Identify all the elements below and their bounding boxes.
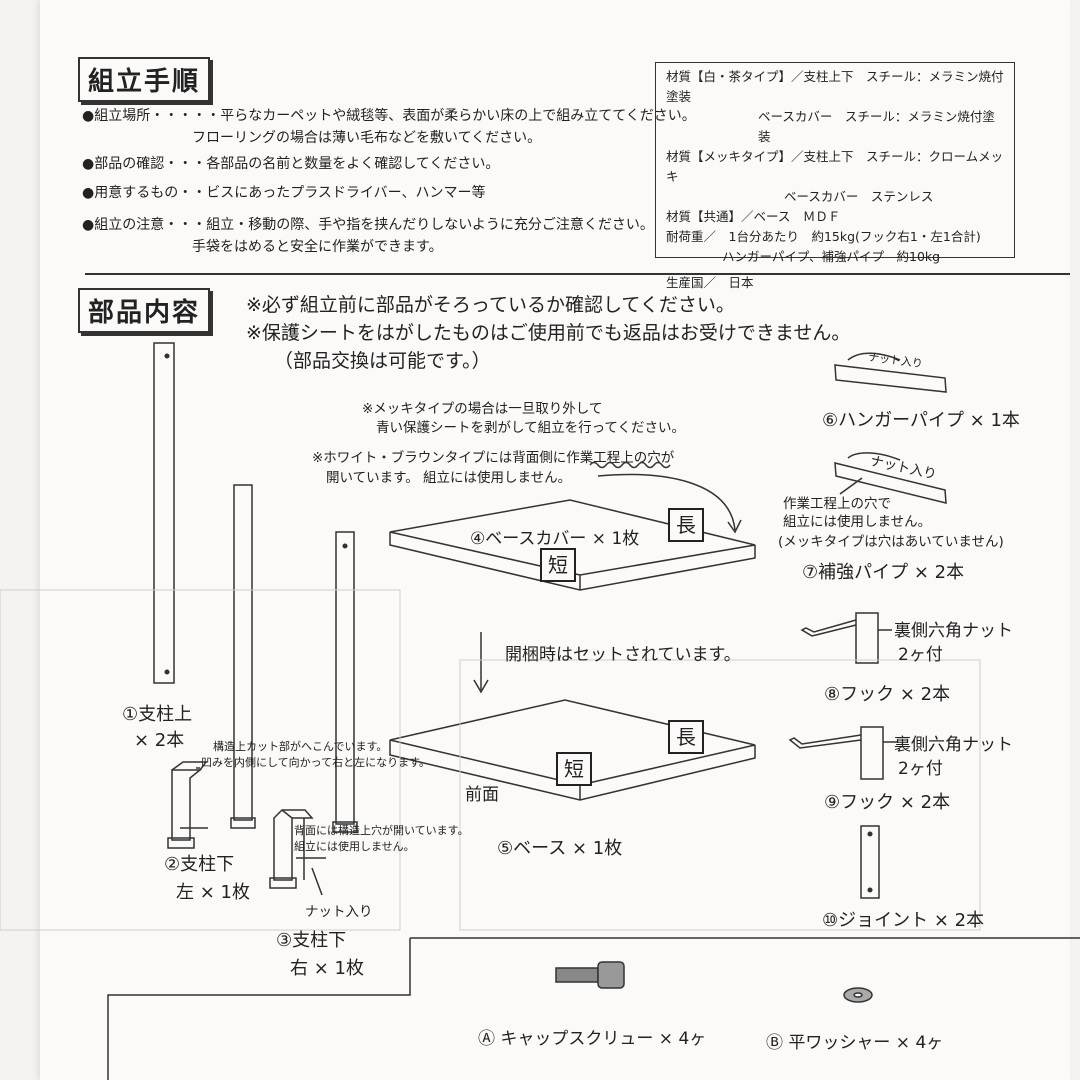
section-divider bbox=[85, 273, 1070, 275]
brace-note-3: (メッキタイプは穴はあいていません) bbox=[778, 534, 1004, 550]
note-hole-2: 開いています。 組立には使用しません。 bbox=[326, 470, 572, 486]
pillar-lower-note-1: 構造上カット部がへこんでいます。 bbox=[213, 740, 388, 753]
base-label: ⑤ベース × 1枚 bbox=[497, 838, 623, 859]
short-marker-cover: 短 bbox=[540, 548, 576, 582]
pillar-lower-right-count: 右 × 1枚 bbox=[290, 958, 364, 979]
pillar-upper-count: × 2本 bbox=[134, 730, 185, 751]
hook-9-drawing bbox=[860, 726, 884, 780]
washer-label: Ⓑ 平ワッシャー × 4ヶ bbox=[766, 1033, 944, 1053]
hook9-nut-note-2: 2ヶ付 bbox=[898, 759, 943, 779]
hook8-nut-note-2: 2ヶ付 bbox=[898, 645, 943, 665]
hook9-nut-note-1: 裏側六角ナット bbox=[894, 735, 1013, 755]
parts-heading: 部品内容 bbox=[78, 288, 211, 333]
assembly-caution: ●組立の注意・・・組立・移動の際、手や指を挟んだりしないように充分ご注意ください… bbox=[82, 217, 654, 255]
base-cover-label: ④ベースカバー × 1枚 bbox=[470, 529, 640, 549]
assembly-heading: 組立手順 bbox=[78, 57, 211, 102]
screw-label: Ⓐ キャップスクリュー × 4ヶ bbox=[478, 1029, 707, 1049]
pillar-upper-drawing bbox=[153, 342, 175, 684]
assembly-parts-check: ●部品の確認・・・各部品の名前と数量をよく確認してください。 bbox=[82, 156, 500, 172]
brace-pipe-drawing bbox=[834, 462, 947, 504]
set-note: 開梱時はセットされています。 bbox=[505, 645, 741, 665]
brace-label: ⑦補強パイプ × 2本 bbox=[802, 562, 965, 583]
hook8-nut-note-1: 裏側六角ナット bbox=[894, 621, 1013, 641]
note-hole-1: ※ホワイト・ブラウンタイプには背面側に作業工程上の穴が bbox=[312, 450, 675, 466]
note-mekki-2: 青い保護シートを剥がして組立を行ってください。 bbox=[376, 420, 686, 436]
pillar-lower-note-2: 凹みを内側にして向かって右と左になります。 bbox=[201, 756, 431, 769]
short-marker-base: 短 bbox=[556, 752, 592, 786]
front-label: 前面 bbox=[465, 785, 499, 805]
hanger-pipe-drawing bbox=[834, 364, 947, 393]
pillar-lower-note-4: 組立には使用しません。 bbox=[294, 840, 415, 853]
pillar-lower-right-label: ③支柱下 bbox=[276, 930, 347, 951]
brace-note-2: 組立には使用しません。 bbox=[783, 514, 932, 530]
cap-screw-drawing bbox=[555, 961, 625, 989]
brace-note-1: 作業工程上の穴で bbox=[783, 496, 891, 512]
hook8-label: ⑧フック × 2本 bbox=[824, 684, 951, 705]
joint-drawing bbox=[860, 825, 880, 899]
pillar-upper-label: ①支柱上 bbox=[122, 704, 193, 725]
assembly-location: ●組立場所・・・・・平らなカーペットや絨毯等、表面が柔らかい床の上で組み立ててく… bbox=[82, 108, 696, 146]
hook9-label: ⑨フック × 2本 bbox=[824, 792, 951, 813]
spec-box: 材質【白・茶タイプ】／支柱上下 スチール：メラミン焼付塗装 ベースカバー スチー… bbox=[655, 62, 1015, 290]
pillar-lower-left-label: ②支柱下 bbox=[164, 854, 235, 875]
instruction-sheet bbox=[40, 0, 1070, 1080]
notice-replacement: （部品交換は可能です。） bbox=[274, 350, 491, 372]
long-marker-cover: 長 bbox=[668, 508, 704, 542]
notice-no-return: ※保護シートをはがしたものはご使用前でも返品はお受けできません。 bbox=[246, 322, 851, 344]
note-mekki-1: ※メッキタイプの場合は一旦取り外して bbox=[362, 401, 603, 417]
assembly-tools: ●用意するもの・・ビスにあったプラスドライバー、ハンマー等 bbox=[82, 185, 486, 201]
notice-check-parts: ※必ず組立前に部品がそろっているか確認してください。 bbox=[246, 294, 735, 316]
pillar-nut-note: ナット入り bbox=[305, 904, 373, 920]
pillar-lower-left-count: 左 × 1枚 bbox=[176, 882, 250, 903]
pillar-lower-note-3: 背面には構造上穴が開いています。 bbox=[294, 824, 469, 837]
hanger-label: ⑥ハンガーパイプ × 1本 bbox=[822, 410, 1020, 431]
joint-label: ⑩ジョイント × 2本 bbox=[822, 910, 985, 931]
hook-8-drawing bbox=[855, 612, 879, 664]
long-marker-base: 長 bbox=[668, 720, 704, 754]
